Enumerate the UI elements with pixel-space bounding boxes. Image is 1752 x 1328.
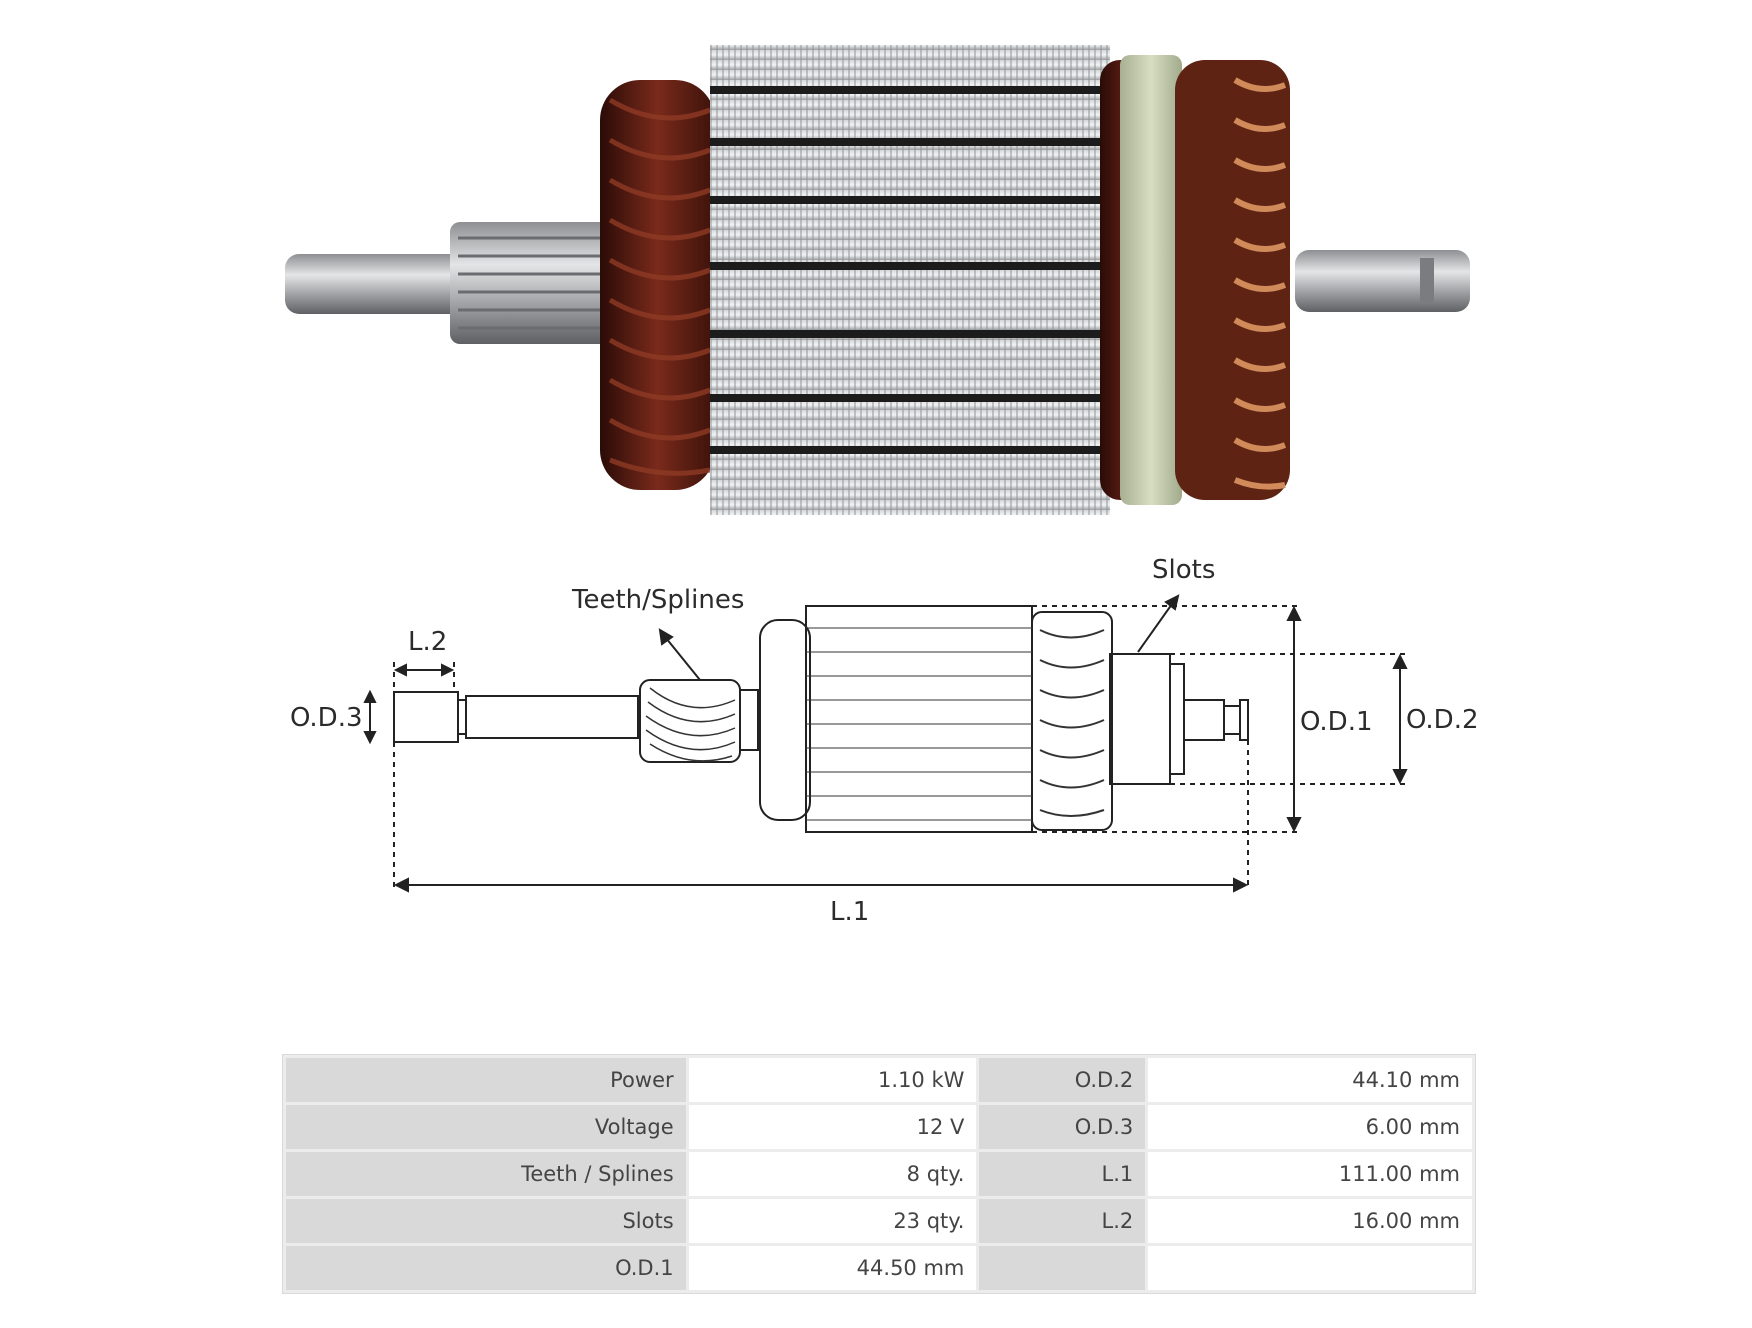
table-row: Teeth / Splines 8 qty. L.1 111.00 mm	[286, 1152, 1472, 1196]
spec-value: 16.00 mm	[1148, 1199, 1472, 1243]
drawing-core	[805, 605, 1033, 833]
spec-value: 111.00 mm	[1148, 1152, 1472, 1196]
l2-label: L.2	[408, 627, 447, 657]
spec-label: L.2	[979, 1199, 1146, 1243]
od1-label: O.D.1	[1300, 707, 1373, 737]
left-shaft	[285, 222, 610, 344]
table-row: O.D.1 44.50 mm	[286, 1246, 1472, 1290]
spec-value: 12 V	[688, 1105, 977, 1149]
laminated-core	[710, 45, 1110, 515]
dimension-drawing: Teeth/Splines Slots L.2 O.D.3 O.D.1 O.D.…	[290, 555, 1479, 927]
spec-label: O.D.2	[979, 1058, 1146, 1102]
table-row: Power 1.10 kW O.D.2 44.10 mm	[286, 1058, 1472, 1102]
spec-label	[979, 1246, 1146, 1290]
spec-value: 1.10 kW	[688, 1058, 977, 1102]
table-row: Voltage 12 V O.D.3 6.00 mm	[286, 1105, 1472, 1149]
commutator	[1175, 60, 1290, 500]
drawing-shaft-end	[393, 691, 459, 743]
l1-label: L.1	[830, 897, 869, 927]
spec-label: Teeth / Splines	[286, 1152, 686, 1196]
spec-label: Slots	[286, 1199, 686, 1243]
spec-label: Voltage	[286, 1105, 686, 1149]
spec-value	[1148, 1246, 1472, 1290]
spec-label: O.D.1	[286, 1246, 686, 1290]
spec-value: 8 qty.	[688, 1152, 977, 1196]
table-row: Slots 23 qty. L.2 16.00 mm	[286, 1199, 1472, 1243]
left-winding	[600, 80, 715, 490]
armature-photo	[285, 45, 1470, 515]
teeth-splines-label: Teeth/Splines	[571, 585, 744, 615]
spec-label: L.1	[979, 1152, 1146, 1196]
spec-value: 44.50 mm	[688, 1246, 977, 1290]
od3-label: O.D.3	[290, 703, 363, 733]
spec-table: Power 1.10 kW O.D.2 44.10 mm Voltage 12 …	[282, 1054, 1476, 1294]
spec-label: O.D.3	[979, 1105, 1146, 1149]
od2-label: O.D.2	[1406, 705, 1479, 735]
slots-label: Slots	[1152, 555, 1215, 585]
spec-value: 44.10 mm	[1148, 1058, 1472, 1102]
spec-value: 6.00 mm	[1148, 1105, 1472, 1149]
spec-value: 23 qty.	[688, 1199, 977, 1243]
right-winding	[1100, 55, 1182, 505]
right-shaft	[1295, 250, 1470, 312]
spec-label: Power	[286, 1058, 686, 1102]
insulation-band	[1120, 55, 1182, 505]
